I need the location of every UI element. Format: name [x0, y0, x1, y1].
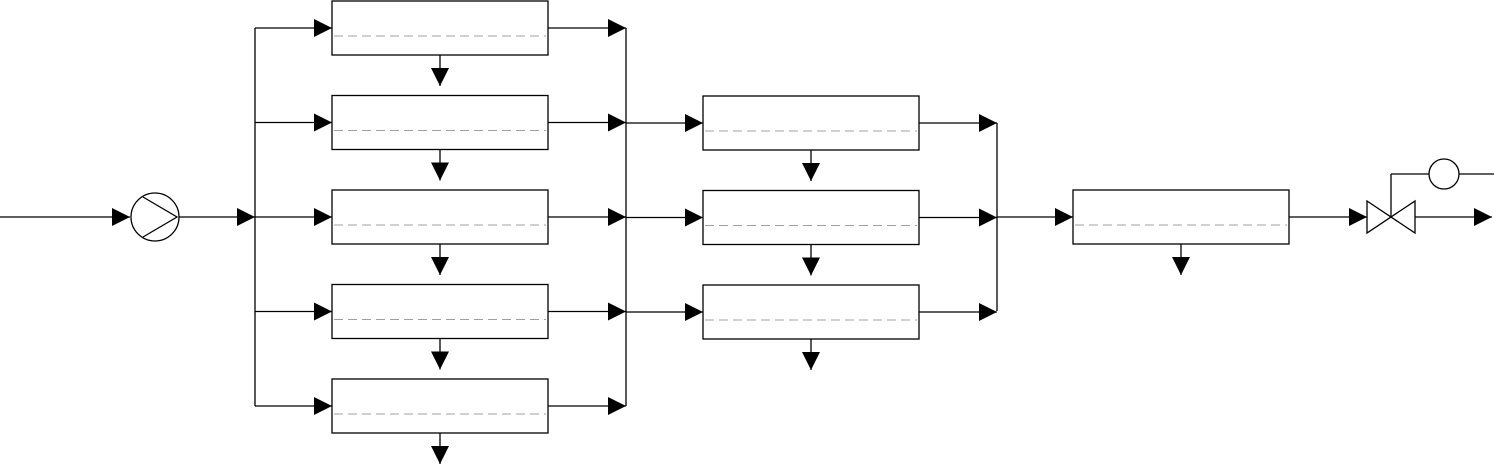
stage1-module-row — [255, 378, 626, 464]
stage1-module-row — [255, 0, 626, 86]
stage1-module-row — [255, 94, 626, 181]
membrane-module-icon — [702, 95, 920, 151]
membrane-module-icon — [331, 283, 549, 340]
membrane-module-icon — [331, 189, 549, 245]
stage1-module-row — [255, 189, 626, 275]
valve-icon — [1366, 173, 1429, 235]
membrane-module-icon — [331, 378, 549, 434]
stage-3 — [1072, 189, 1290, 275]
stage2-module-row — [626, 284, 997, 370]
stage2-module-row — [626, 95, 997, 181]
stage1-module-row — [255, 283, 626, 370]
membrane-module-icon — [331, 0, 549, 56]
pump-icon — [130, 192, 180, 242]
membrane-module-icon — [702, 189, 920, 246]
membrane-module-icon — [331, 94, 549, 151]
membrane-module-icon — [1072, 189, 1290, 245]
stage-1 — [255, 0, 626, 464]
gauge-icon — [1428, 158, 1494, 190]
membrane-module-icon — [702, 284, 920, 340]
stage2-module-row — [626, 189, 997, 276]
stage-2 — [626, 95, 997, 370]
